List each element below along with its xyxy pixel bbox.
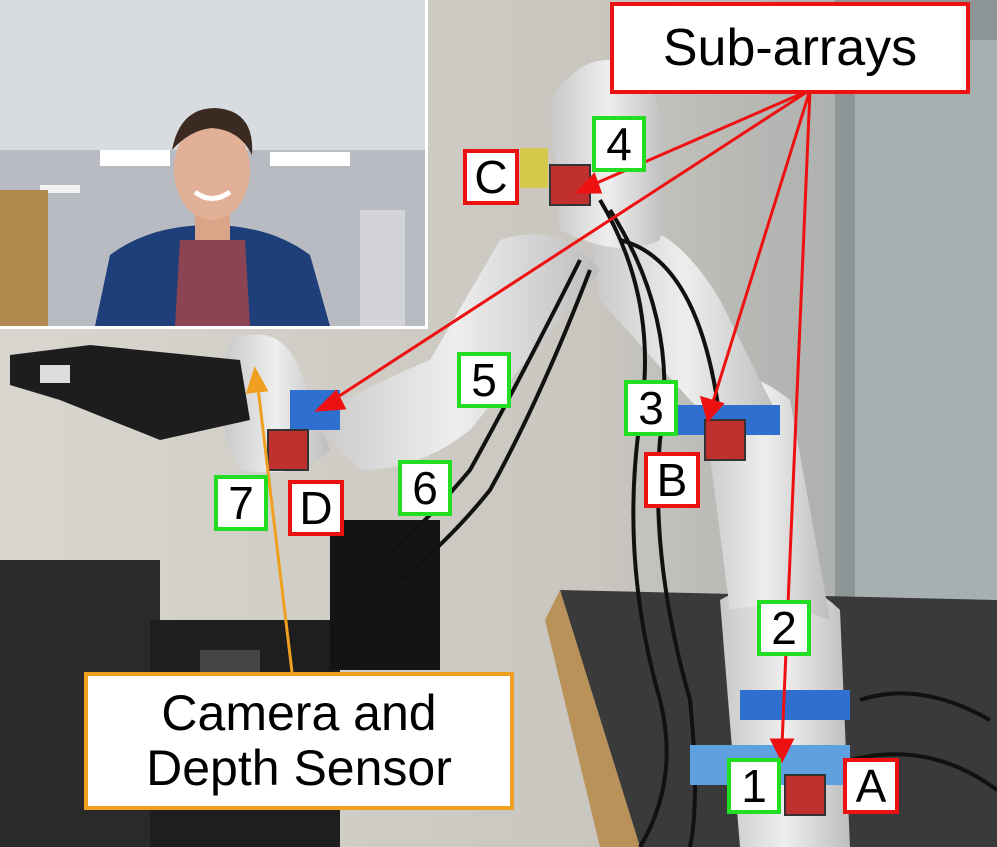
sub-arrays-text: Sub-arrays: [662, 19, 918, 77]
robot-middle-link: [590, 223, 780, 427]
joint-label-7: 7: [214, 475, 268, 531]
person-face: [174, 120, 250, 220]
door-left: [0, 190, 48, 326]
inset-photo: [0, 0, 428, 329]
subarray-label-d: D: [288, 480, 344, 536]
joint-label-3: 3: [624, 380, 678, 436]
sensor-label-line2: Depth Sensor: [146, 740, 452, 796]
sensor-label-line1: Camera and: [161, 685, 437, 741]
subarray-label-b: B: [644, 452, 700, 508]
joint-label-2: 2: [757, 600, 811, 656]
red-arrows: [314, 88, 812, 764]
person-hair: [172, 108, 253, 155]
joint-label-6: 6: [398, 460, 452, 516]
joint-label-1: 1: [727, 758, 781, 814]
joint-label-5: 5: [457, 352, 511, 408]
blue-tape: [740, 690, 850, 720]
sub-arrays-label: Sub-arrays: [610, 2, 970, 94]
orange-arrow: [245, 366, 294, 673]
camera-depth-sensor-label: Camera and Depth Sensor: [84, 672, 514, 810]
joint-label-4: 4: [592, 116, 646, 172]
subarray-label-a: A: [843, 758, 899, 814]
subarray-label-c: C: [463, 149, 519, 205]
robot-upper-link: [310, 234, 600, 470]
